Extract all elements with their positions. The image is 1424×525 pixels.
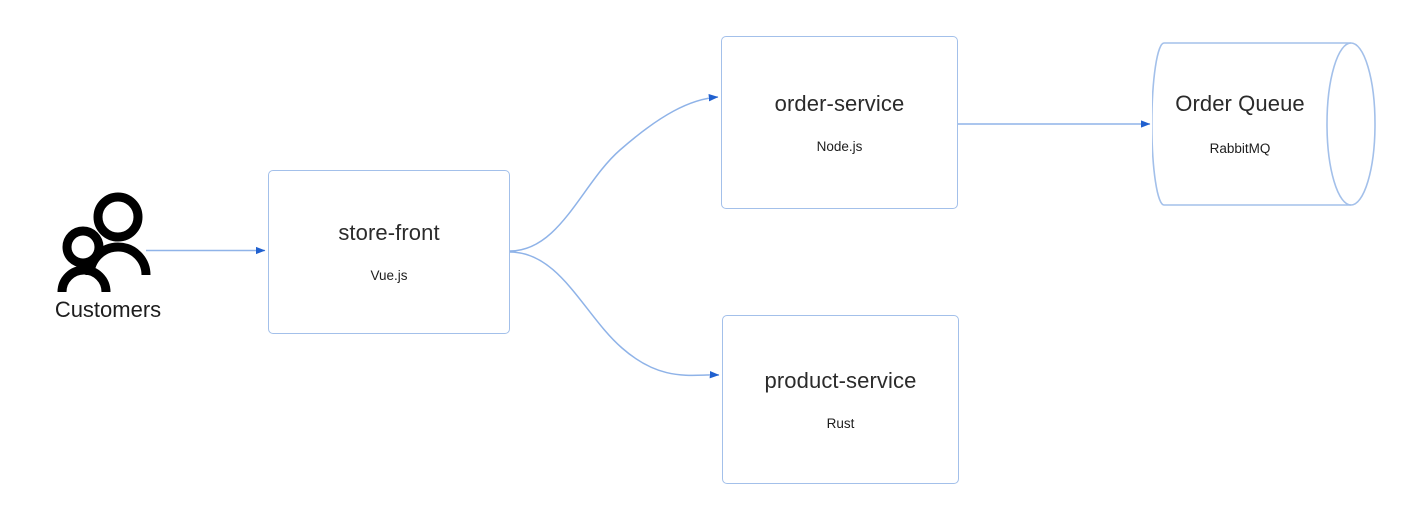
node-order-queue-text: Order Queue RabbitMQ [1152,36,1328,212]
actor-customers[interactable]: Customers [38,190,178,335]
node-title-store-front: store-front [338,220,440,245]
edge-store-front-to-product-service [509,251,720,379]
node-title-order-service: order-service [774,90,905,116]
node-subtitle-store-front: Vue.js [370,268,408,283]
node-subtitle-order-queue: RabbitMQ [1209,141,1271,156]
node-order-service[interactable]: order-service Node.js [721,36,958,209]
edge-store-front-to-order-service [509,93,719,252]
node-subtitle-order-service: Node.js [816,138,863,154]
node-subtitle-product-service: Rust [826,415,855,431]
actor-label-customers: Customers [54,297,162,322]
node-title-product-service: product-service [764,367,917,393]
node-order-queue[interactable]: Order Queue RabbitMQ [1152,36,1376,212]
node-store-front[interactable]: store-front Vue.js [268,170,510,334]
node-product-service[interactable]: product-service Rust [722,315,959,484]
node-title-order-queue: Order Queue [1175,91,1305,116]
two-people-icon [57,192,151,293]
cylinder-shape-icon [1152,42,1376,206]
